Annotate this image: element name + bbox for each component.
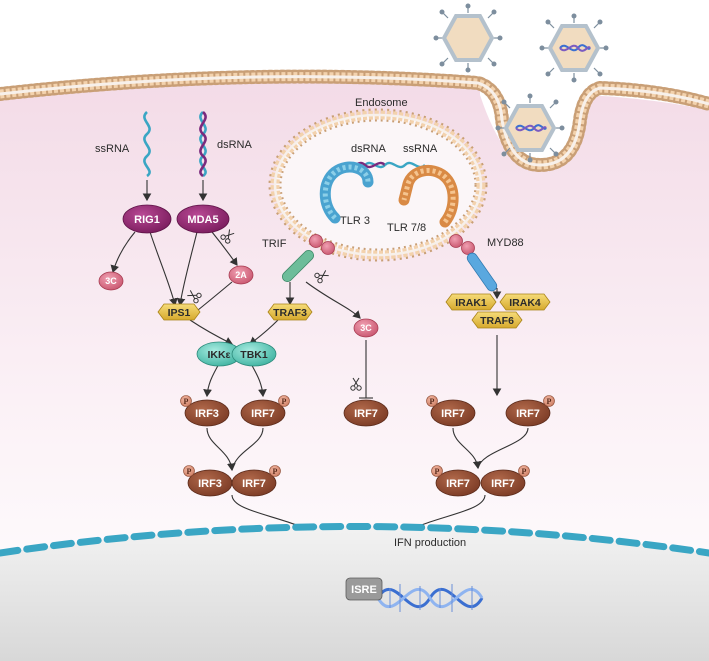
svg-text:P: P bbox=[273, 467, 278, 476]
virus-particle bbox=[495, 93, 565, 163]
myd88-adaptor bbox=[466, 252, 498, 292]
endosome bbox=[268, 108, 488, 262]
dna-helix bbox=[376, 584, 484, 612]
irak1-node: IRAK1 bbox=[445, 293, 497, 311]
trif-adaptor bbox=[281, 249, 315, 283]
svg-text:IRAK1: IRAK1 bbox=[455, 297, 487, 309]
rig1-node: RIG1 bbox=[122, 204, 172, 234]
endosome-label: Endosome bbox=[355, 97, 408, 109]
tlr78-tir-domain bbox=[449, 234, 475, 255]
svg-text:3C: 3C bbox=[105, 276, 117, 286]
tlr78-label: TLR 7/8 bbox=[387, 222, 426, 234]
svg-text:P: P bbox=[430, 397, 435, 406]
svg-text:2A: 2A bbox=[235, 270, 247, 280]
traf6-node: TRAF6 bbox=[471, 311, 523, 329]
svg-text:IPS1: IPS1 bbox=[168, 307, 191, 319]
scissors-icon bbox=[314, 270, 329, 284]
trif-label: TRIF bbox=[262, 238, 287, 250]
mda5-node: MDA5 bbox=[176, 204, 230, 234]
tbk1-node: TBK1 bbox=[231, 341, 277, 367]
3c-protease-node: 3C bbox=[98, 271, 124, 291]
svg-text:IRF7: IRF7 bbox=[446, 478, 470, 490]
plasma-membrane bbox=[0, 69, 709, 173]
scissors-icon bbox=[187, 290, 202, 304]
svg-text:IKKε: IKKε bbox=[207, 349, 230, 361]
2a-protease-node: 2A bbox=[228, 265, 254, 285]
svg-text:IRF3: IRF3 bbox=[195, 408, 219, 420]
svg-text:P: P bbox=[547, 397, 552, 406]
svg-text:P: P bbox=[187, 467, 192, 476]
ssrna-label-left: ssRNA bbox=[95, 143, 130, 155]
svg-text:IRF7: IRF7 bbox=[441, 408, 465, 420]
ips1-node: IPS1 bbox=[157, 303, 201, 321]
svg-text:ISRE: ISRE bbox=[351, 584, 377, 596]
irf3-dimer-node: IRF3 P bbox=[183, 465, 233, 497]
nuclear-envelope bbox=[0, 523, 709, 557]
virus-particle bbox=[433, 3, 503, 73]
dsrna-strand bbox=[199, 111, 207, 178]
irf7-dimer-right-2: IRF7 P bbox=[480, 465, 530, 497]
svg-text:P: P bbox=[184, 397, 189, 406]
svg-text:IRF7: IRF7 bbox=[242, 478, 266, 490]
tlr3-tir-domain bbox=[309, 234, 335, 255]
svg-text:MDA5: MDA5 bbox=[187, 214, 218, 226]
ssrna-strand bbox=[143, 111, 151, 178]
irf7-dimer-node: IRF7 P bbox=[231, 465, 281, 497]
svg-text:IRF7: IRF7 bbox=[516, 408, 540, 420]
svg-text:IRF7: IRF7 bbox=[251, 408, 275, 420]
tlr78-receptor bbox=[398, 164, 459, 228]
ifn-production-label: IFN production bbox=[394, 537, 466, 549]
isre-element: ISRE bbox=[345, 577, 383, 601]
svg-text:RIG1: RIG1 bbox=[134, 214, 160, 226]
dsrna-label-left: dsRNA bbox=[217, 139, 253, 151]
irf7-node-mid: IRF7 bbox=[343, 399, 389, 427]
svg-text:TRAF3: TRAF3 bbox=[273, 307, 307, 319]
svg-text:IRF7: IRF7 bbox=[491, 478, 515, 490]
tlr3-label: TLR 3 bbox=[340, 215, 370, 227]
svg-text:TRAF6: TRAF6 bbox=[480, 315, 514, 327]
scissors-icon bbox=[220, 229, 235, 244]
svg-text:IRF7: IRF7 bbox=[354, 408, 378, 420]
traf3-node: TRAF3 bbox=[267, 303, 313, 321]
ssrna-label-endosome: ssRNA bbox=[403, 143, 438, 155]
irak4-node: IRAK4 bbox=[499, 293, 551, 311]
irf3-node: IRF3 P bbox=[180, 395, 230, 427]
tlr3-receptor bbox=[319, 161, 374, 224]
svg-text:P: P bbox=[435, 467, 440, 476]
virus-particle bbox=[539, 13, 609, 83]
svg-text:IRF3: IRF3 bbox=[198, 478, 222, 490]
svg-text:P: P bbox=[522, 467, 527, 476]
irf7-node-right-2: IRF7 P bbox=[505, 395, 555, 427]
ikke-node: IKKε bbox=[196, 341, 242, 367]
svg-text:TBK1: TBK1 bbox=[240, 349, 268, 361]
cytoplasm bbox=[0, 78, 709, 661]
irf7-node-right-1: IRF7 P bbox=[426, 395, 476, 427]
3c-protease-node-mid: 3C bbox=[353, 318, 379, 338]
irf7-node: IRF7 P bbox=[240, 395, 290, 427]
irf7-dimer-right-1: IRF7 P bbox=[431, 465, 481, 497]
dsrna-label-endosome: dsRNA bbox=[351, 143, 387, 155]
svg-text:3C: 3C bbox=[360, 323, 372, 333]
scissors-icon bbox=[350, 377, 362, 391]
myd88-label: MYD88 bbox=[487, 237, 524, 249]
svg-text:P: P bbox=[282, 397, 287, 406]
svg-text:IRAK4: IRAK4 bbox=[509, 297, 541, 309]
